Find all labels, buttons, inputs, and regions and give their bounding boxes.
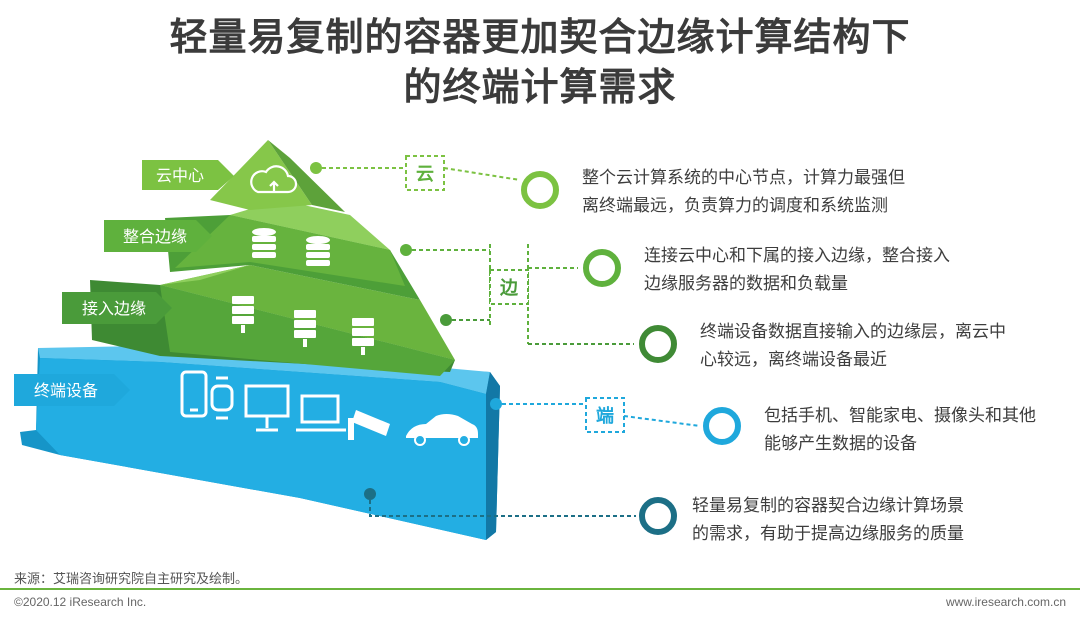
description-line: 轻量易复制的容器契合边缘计算场景 (692, 496, 964, 516)
description-container: 轻量易复制的容器契合边缘计算场景 的需求，有助于提高边缘服务的质量 (692, 492, 964, 548)
server-icon (232, 296, 254, 333)
tag-edge-text: 边 (499, 278, 519, 299)
connector-dot-container (364, 488, 376, 500)
copyright-text: ©2020.12 iResearch Inc. (14, 595, 147, 609)
tag-edge: 边 (489, 269, 529, 305)
tag-cloud: 云 (405, 155, 445, 191)
label-end-devices-text: 终端设备 (34, 381, 98, 400)
server-icon (352, 318, 374, 355)
website-link[interactable]: www.iresearch.com.cn (945, 595, 1066, 609)
description-line: 离终端最远，负责算力的调度和系统监测 (582, 196, 888, 216)
ring-bullet-aggregation (583, 249, 621, 287)
label-aggregation-edge-text: 整合边缘 (123, 227, 187, 246)
description-line: 包括手机、智能家电、摄像头和其他 (764, 406, 1036, 426)
ring-bullet-container (639, 497, 677, 535)
laptop-icon (296, 394, 346, 432)
description-line: 能够产生数据的设备 (764, 434, 917, 454)
title-line-1: 轻量易复制的容器更加契合边缘计算结构下 (169, 15, 911, 59)
server-icon (294, 310, 316, 347)
connector-dot-devices (490, 398, 502, 410)
label-access-edge-text: 接入边缘 (82, 299, 146, 318)
cloud-icon (250, 165, 298, 194)
connector-lines (322, 167, 701, 517)
connector-dot-aggregation (400, 244, 412, 256)
label-cloud-center: 云中心 (142, 160, 234, 190)
database-icon (306, 236, 330, 266)
layer-aggregation-edge (165, 200, 420, 300)
description-line: 终端设备数据直接输入的边缘层，离云中 (700, 322, 1006, 342)
description-access-edge: 终端设备数据直接输入的边缘层，离云中 心较远，离终端设备最近 (700, 318, 1006, 374)
description-line: 连接云中心和下属的接入边缘，整合接入 (644, 246, 950, 266)
monitor-icon (244, 384, 290, 432)
label-end-devices: 终端设备 (14, 374, 130, 406)
description-aggregation-edge: 连接云中心和下属的接入边缘，整合接入 边缘服务器的数据和负载量 (644, 242, 950, 298)
smartwatch-icon (210, 376, 234, 420)
description-end-devices: 包括手机、智能家电、摄像头和其他 能够产生数据的设备 (764, 402, 1036, 458)
database-icon (252, 228, 276, 258)
ring-bullet-cloud (521, 171, 559, 209)
description-cloud-center: 整个云计算系统的中心节点，计算力最强但 离终端最远，负责算力的调度和系统监测 (582, 164, 905, 220)
tag-cloud-text: 云 (416, 164, 434, 185)
connector-dot-cloud (310, 162, 322, 174)
security-camera-icon (348, 410, 390, 440)
tag-end-text: 端 (596, 406, 614, 427)
ring-bullet-devices (703, 407, 741, 445)
connector-dot-access (440, 314, 452, 326)
label-access-edge: 接入边缘 (62, 292, 172, 324)
label-cloud-center-text: 云中心 (156, 166, 204, 185)
ring-bullet-access (639, 325, 677, 363)
source-note: 来源：艾瑞咨询研究院自主研究及绘制。 (14, 572, 249, 587)
label-aggregation-edge: 整合边缘 (104, 220, 212, 252)
smartphone-icon (180, 370, 208, 418)
description-line: 边缘服务器的数据和负载量 (644, 274, 848, 294)
description-line: 整个云计算系统的中心节点，计算力最强但 (582, 168, 905, 188)
description-line: 心较远，离终端设备最近 (700, 350, 887, 370)
tag-end: 端 (585, 397, 625, 433)
description-line: 的需求，有助于提高边缘服务的质量 (692, 524, 964, 544)
page-title: 轻量易复制的容器更加契合边缘计算结构下 的终端计算需求 (0, 12, 1080, 112)
car-icon (406, 414, 478, 446)
title-line-2: 的终端计算需求 (403, 65, 677, 109)
footer-divider (0, 588, 1080, 590)
